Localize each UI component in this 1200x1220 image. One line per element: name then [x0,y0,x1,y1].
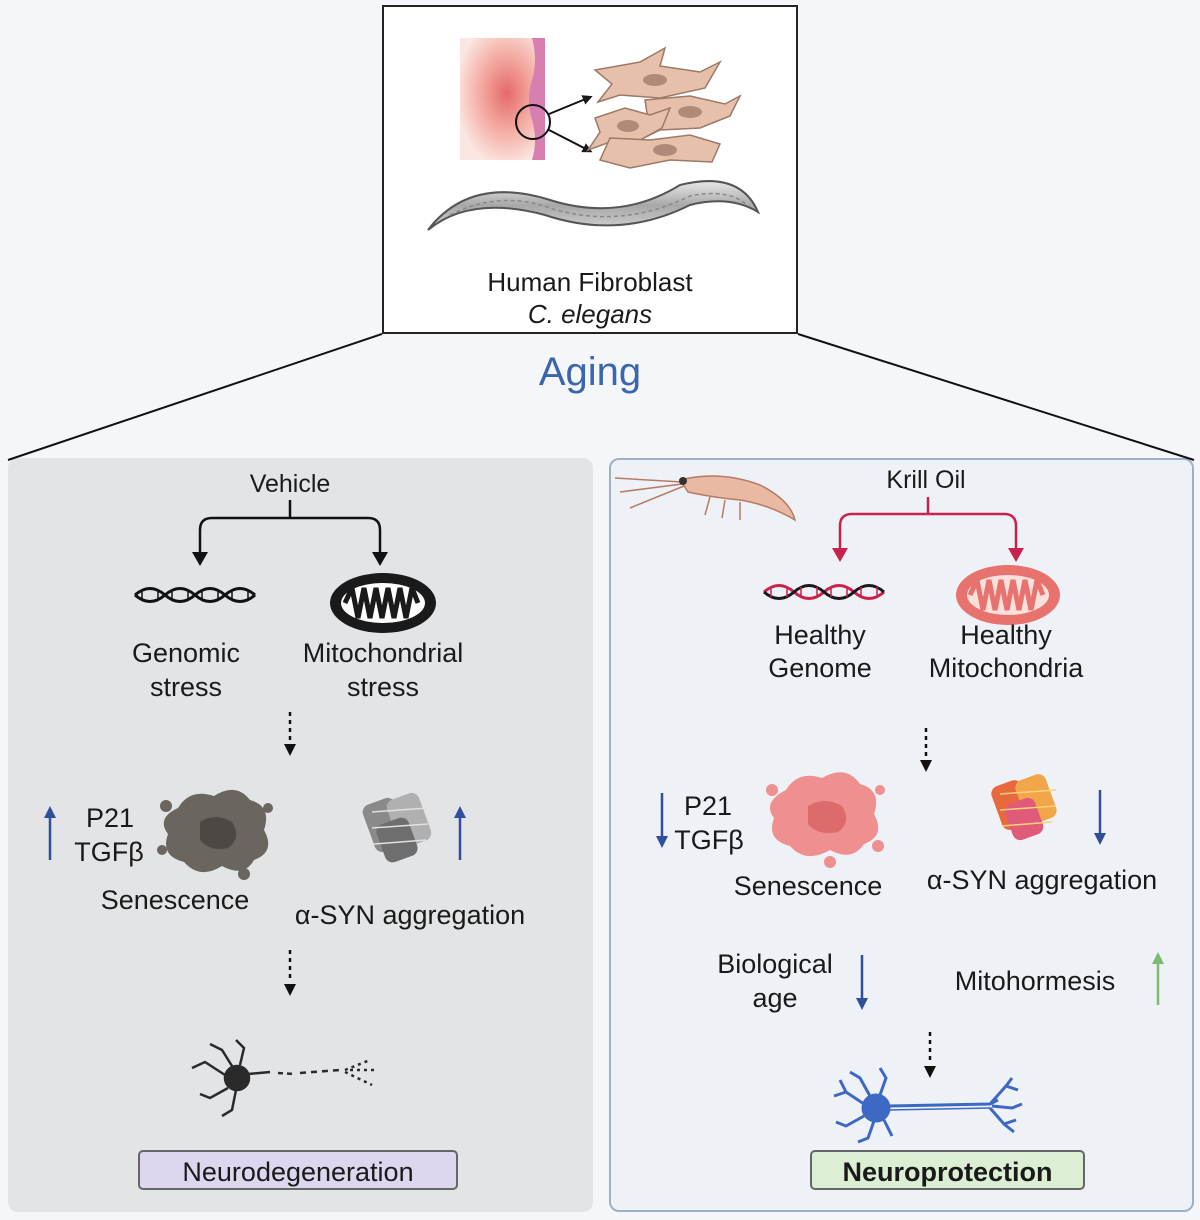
tgfb-label: TGFβ [74,837,144,867]
senescent-cell-icon [157,789,273,880]
protein-aggregate-icon [362,792,432,863]
vehicle-label: Vehicle [249,470,331,498]
protein-aggregate-icon [991,774,1057,841]
healthy-mito-line1: Healthy [960,620,1052,650]
neuron-icon [833,1067,1023,1144]
p21-label: P21 [683,791,733,821]
neuroprotection-box: Neuroprotection [810,1150,1085,1190]
mito-stress-line2: stress [346,672,419,702]
senescent-cell-icon [766,772,885,868]
krill-branch-arrows [838,497,1018,548]
asyn-aggregation-label: α-SYN aggregation [926,865,1158,895]
aging-label: Aging [538,350,642,394]
dna-icon [763,584,885,600]
model-organisms-box [382,5,798,334]
healthy-genome-line1: Healthy [774,620,866,650]
healthy-mito-line2: Mitochondria [928,653,1084,683]
senescence-label: Senescence [100,885,250,915]
top-label-fibroblast: Human Fibroblast [487,267,693,297]
asyn-aggregation-label: α-SYN aggregation [294,900,526,930]
biological-age-line1: Biological [717,949,833,979]
top-label-elegans: C. elegans [527,299,653,329]
biological-age-line2: age [752,983,798,1013]
neurodegeneration-box: Neurodegeneration [138,1150,458,1190]
worm-icon [427,180,761,231]
neuron-icon [191,1039,374,1118]
mitochondrion-icon [330,573,436,633]
fibroblast-cells-icon [586,46,742,169]
tgfb-label: TGFβ [674,825,744,855]
mitohormesis-label: Mitohormesis [954,966,1116,996]
skin-tissue-icon [460,38,593,160]
dna-icon [134,587,256,603]
krill-oil-label: Krill Oil [886,466,966,494]
genomic-stress-line2: stress [149,672,222,702]
mitochondrion-icon [956,565,1060,625]
krill-icon [614,475,797,522]
vehicle-branch-arrows [198,500,382,552]
mito-stress-line1: Mitochondrial [302,638,464,668]
p21-label: P21 [85,803,135,833]
senescence-label: Senescence [733,871,883,901]
genomic-stress-line1: Genomic [131,638,241,668]
healthy-genome-line2: Genome [768,653,872,683]
